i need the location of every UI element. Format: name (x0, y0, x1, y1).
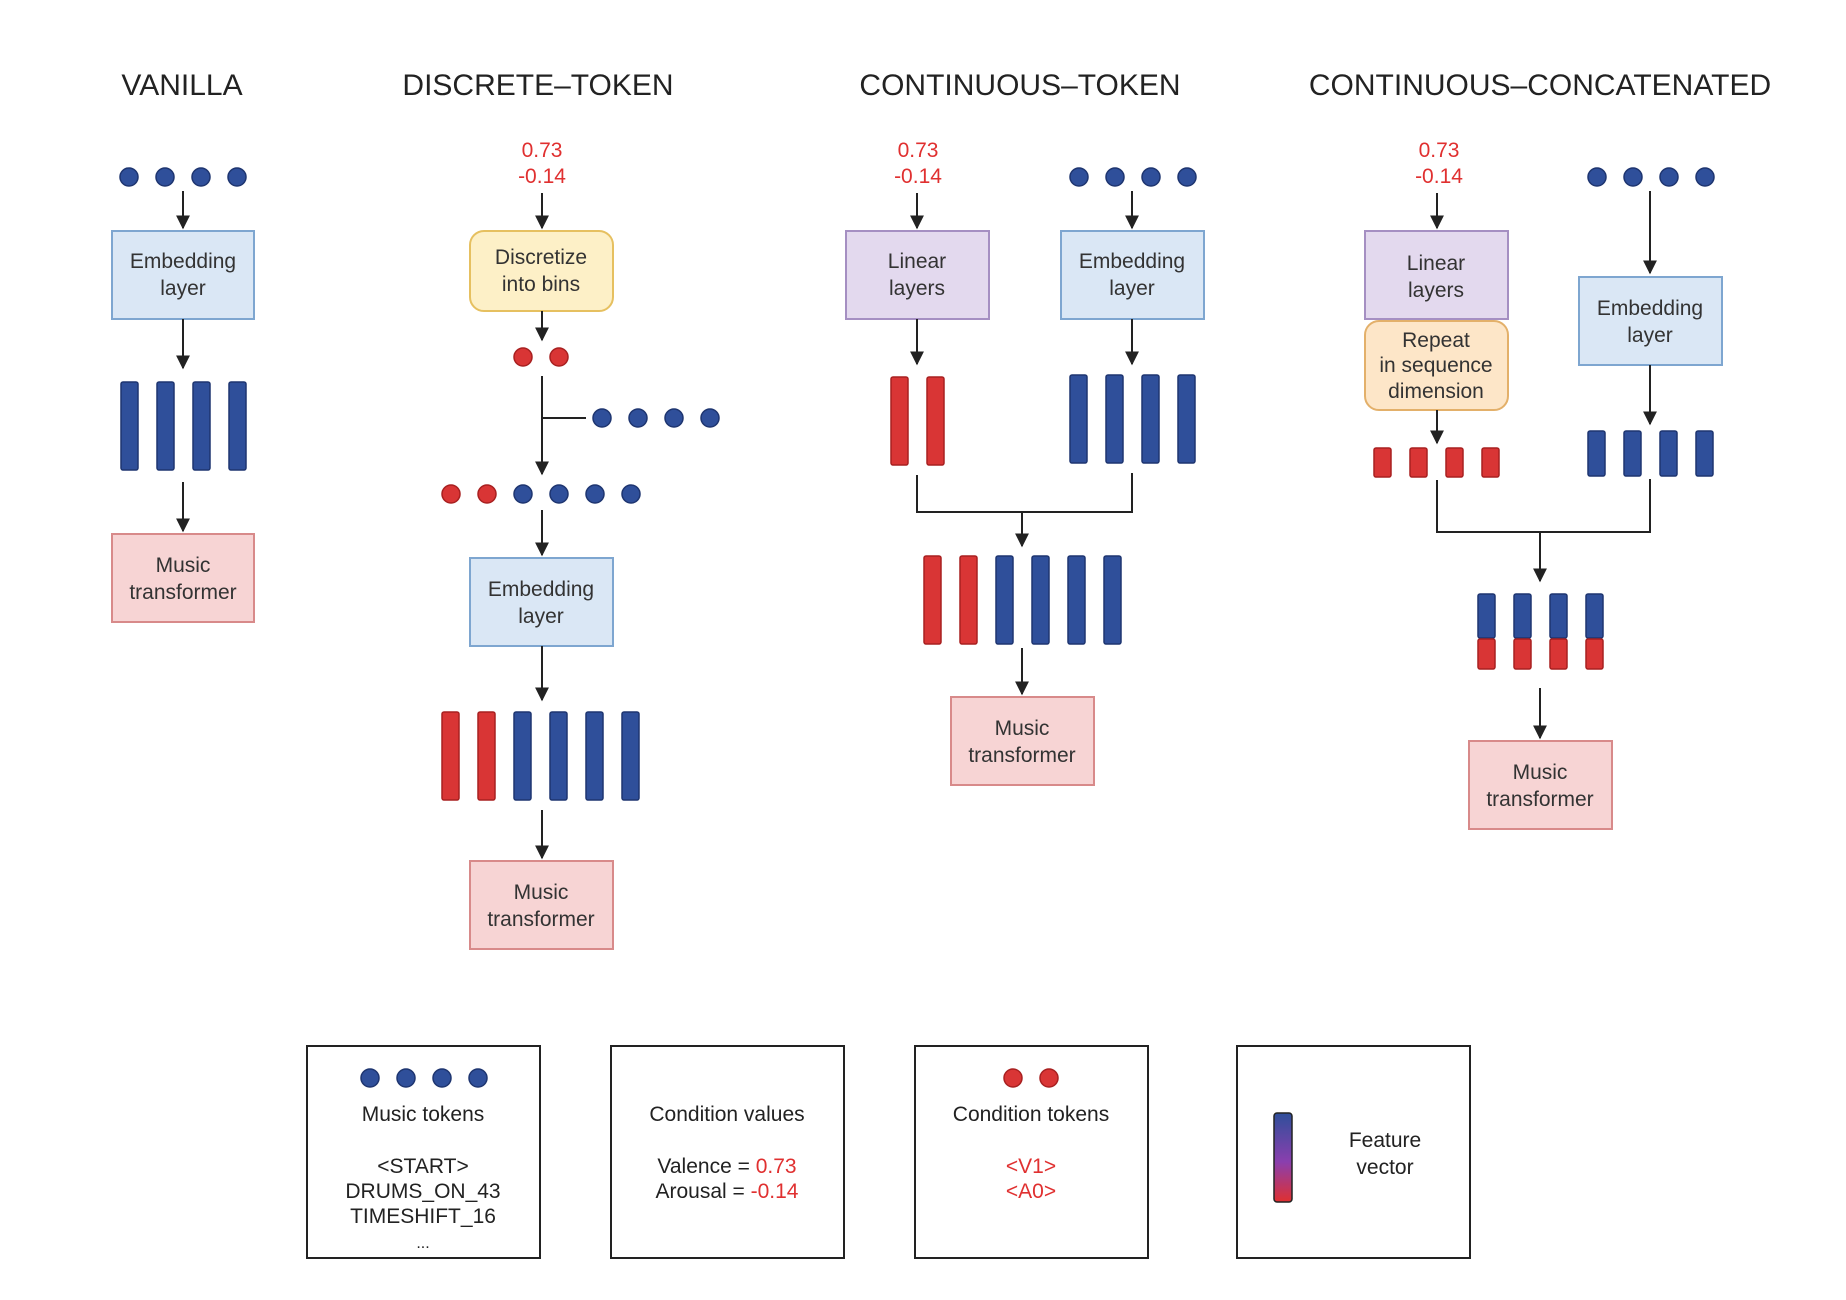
box-label: transformer (968, 744, 1075, 767)
box-label: dimension (1388, 380, 1484, 403)
box-label: Music (156, 554, 211, 577)
legend-label: Feature (1349, 1129, 1421, 1152)
arousal-value: -0.14 (1415, 165, 1463, 188)
music-transformer-box: Music transformer (111, 533, 255, 623)
arousal-value: -0.14 (751, 1180, 799, 1203)
music-token-dots (1587, 167, 1715, 187)
music-token-dots (1069, 167, 1197, 187)
linear-layers-box: Linear layers (1364, 230, 1509, 320)
box-label: layers (889, 277, 945, 300)
condition-vectors (1373, 447, 1500, 478)
box-label: Linear (888, 250, 946, 273)
box-label: layer (1109, 277, 1155, 300)
arousal-value: -0.14 (894, 165, 942, 188)
box-label: Linear (1407, 252, 1465, 275)
title-continuous-concatenated: CONTINUOUS–CONCATENATED (1309, 69, 1771, 102)
legend-label: Condition tokens (953, 1103, 1109, 1126)
embedding-layer-box: Embedding layer (469, 557, 614, 647)
condition-vectors (890, 376, 945, 466)
valence-value: 0.73 (1419, 139, 1460, 162)
box-label: Repeat (1402, 329, 1470, 352)
merge-line (1436, 479, 1651, 533)
embedding-vectors (1587, 430, 1714, 477)
box-label: Embedding (488, 578, 594, 601)
legend-label: vector (1356, 1156, 1413, 1179)
merge-line (916, 473, 1133, 513)
embedding-layer-box: Embedding layer (111, 230, 255, 320)
embedding-vectors (1069, 374, 1196, 464)
music-transformer-box: Music transformer (469, 860, 614, 950)
box-label: Embedding (130, 250, 236, 273)
embedding-vectors (120, 381, 247, 471)
box-label: Embedding (1597, 297, 1703, 320)
box-label: Discretize (495, 246, 587, 269)
box-label: Music (995, 717, 1050, 740)
continuous-concatenated-column: 0.73 -0.14 Linear layers Repeat in seque… (1364, 139, 1723, 830)
box-label: Music (514, 881, 569, 904)
continuous-token-column: 0.73 -0.14 Linear layers Embedding layer (845, 139, 1205, 786)
legend-example: DRUMS_ON_43 (345, 1180, 500, 1203)
box-label: transformer (487, 908, 594, 931)
combined-vectors (923, 555, 1122, 645)
linear-layers-box: Linear layers (845, 230, 990, 320)
box-label: layers (1408, 279, 1464, 302)
vanilla-column: Embedding layer Music transformer (111, 167, 255, 623)
box-label: transformer (1486, 788, 1593, 811)
music-token-dots (119, 167, 247, 187)
embedding-layer-box: Embedding layer (1578, 276, 1723, 366)
legend-example: ... (416, 1235, 429, 1252)
title-continuous-token: CONTINUOUS–TOKEN (859, 69, 1180, 102)
condition-token-dots (513, 347, 569, 367)
box-label: Music (1513, 761, 1568, 784)
discrete-token-column: 0.73 -0.14 Discretize into bins (441, 139, 720, 950)
title-discrete-token: DISCRETE–TOKEN (402, 69, 673, 102)
concatenated-vectors (1477, 593, 1604, 670)
valence-value: 0.73 (898, 139, 939, 162)
embedding-vectors (441, 711, 640, 801)
combined-token-dots (441, 484, 641, 504)
feature-vector-swatch (1273, 1112, 1293, 1203)
legend: Music tokens <START> DRUMS_ON_43 TIMESHI… (306, 1045, 1471, 1259)
legend-feature-vector: Feature vector (1236, 1045, 1471, 1259)
legend-label: Condition values (649, 1103, 804, 1126)
legend-example: <V1> (1006, 1155, 1056, 1178)
box-label: layer (1627, 324, 1673, 347)
box-label: layer (518, 605, 564, 628)
legend-example: <START> (377, 1155, 468, 1178)
title-vanilla: VANILLA (121, 69, 242, 102)
valence-label: Valence = (657, 1155, 755, 1178)
box-label: in sequence (1379, 354, 1492, 377)
arousal-value: -0.14 (518, 165, 566, 188)
arousal-line: Arousal = -0.14 (655, 1180, 798, 1203)
valence-line: Valence = 0.73 (657, 1155, 796, 1178)
arousal-label: Arousal = (655, 1180, 750, 1203)
box-label: layer (160, 277, 206, 300)
legend-music-tokens: Music tokens <START> DRUMS_ON_43 TIMESHI… (306, 1045, 541, 1259)
discretize-box: Discretize into bins (469, 230, 614, 312)
box-label: transformer (129, 581, 236, 604)
legend-condition-tokens: Condition tokens <V1> <A0> (914, 1045, 1149, 1259)
box-label: Embedding (1079, 250, 1185, 273)
embedding-layer-box: Embedding layer (1060, 230, 1205, 320)
valence-value: 0.73 (522, 139, 563, 162)
box-label: into bins (502, 273, 580, 296)
repeat-box: Repeat in sequence dimension (1364, 320, 1509, 411)
music-transformer-box: Music transformer (950, 696, 1095, 786)
valence-value: 0.73 (756, 1155, 797, 1178)
music-transformer-box: Music transformer (1468, 740, 1613, 830)
legend-label: Music tokens (362, 1103, 485, 1126)
legend-example: <A0> (1006, 1180, 1056, 1203)
music-token-dots (592, 408, 720, 428)
legend-example: TIMESHIFT_16 (350, 1205, 496, 1228)
legend-condition-values: Condition values Valence = 0.73 Arousal … (610, 1045, 845, 1259)
